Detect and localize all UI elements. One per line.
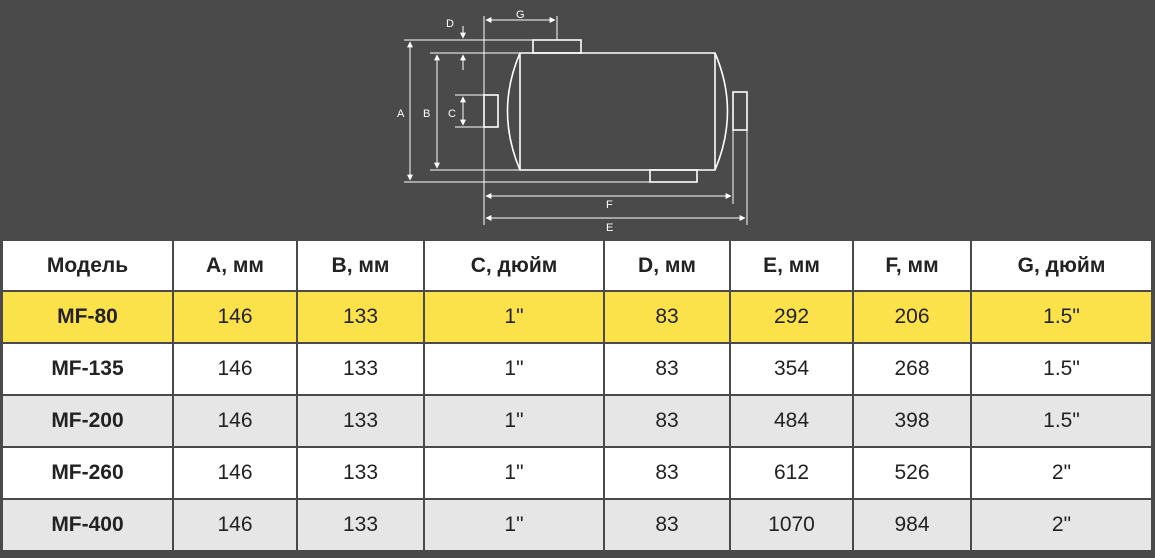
cell-e: 1070 — [729, 498, 854, 552]
cell-e: 292 — [729, 290, 854, 344]
header-e: E, мм — [729, 239, 854, 292]
label-b: B — [423, 108, 430, 120]
cell-d: 83 — [603, 446, 731, 500]
cell-a: 146 — [172, 290, 298, 344]
header-c: C, дюйм — [423, 239, 605, 292]
table-row: MF-135 146 133 1" 83 354 268 1.5" — [1, 342, 1153, 396]
table-header-row: Модель A, мм B, мм C, дюйм D, мм E, мм F… — [1, 239, 1153, 292]
tank-body-outline — [506, 52, 729, 171]
cell-d: 83 — [603, 290, 731, 344]
cell-f: 526 — [852, 446, 972, 500]
cell-g: 2" — [970, 498, 1153, 552]
cell-model: MF-400 — [1, 498, 174, 552]
cell-b: 133 — [296, 498, 425, 552]
label-d: D — [446, 18, 454, 30]
label-f: F — [606, 199, 613, 211]
specifications-table: Модель A, мм B, мм C, дюйм D, мм E, мм F… — [1, 239, 1153, 552]
header-model: Модель — [1, 239, 174, 292]
header-a: A, мм — [172, 239, 298, 292]
tank-dimension-diagram: A B C D G F E — [397, 9, 748, 234]
cell-e: 612 — [729, 446, 854, 500]
cell-e: 484 — [729, 394, 854, 448]
cell-f: 268 — [852, 342, 972, 396]
top-port — [532, 39, 582, 54]
cell-c: 1" — [423, 290, 605, 344]
cell-model: MF-135 — [1, 342, 174, 396]
table-row-highlighted: MF-80 146 133 1" 83 292 206 1.5" — [1, 290, 1153, 344]
cell-d: 83 — [603, 394, 731, 448]
header-b: B, мм — [296, 239, 425, 292]
header-d: D, мм — [603, 239, 731, 292]
cell-c: 1" — [423, 394, 605, 448]
cell-c: 1" — [423, 446, 605, 500]
right-port — [732, 91, 748, 131]
cell-b: 133 — [296, 290, 425, 344]
cell-b: 133 — [296, 446, 425, 500]
cell-g: 1.5" — [970, 290, 1153, 344]
label-g: G — [516, 9, 525, 21]
cell-b: 133 — [296, 394, 425, 448]
cell-a: 146 — [172, 342, 298, 396]
cell-a: 146 — [172, 498, 298, 552]
cell-g: 1.5" — [970, 394, 1153, 448]
table-row: MF-400 146 133 1" 83 1070 984 2" — [1, 498, 1153, 552]
cell-c: 1" — [423, 342, 605, 396]
label-a: A — [397, 108, 405, 120]
cell-d: 83 — [603, 342, 731, 396]
header-f: F, мм — [852, 239, 972, 292]
left-port — [483, 94, 499, 128]
cell-d: 83 — [603, 498, 731, 552]
table-row: MF-260 146 133 1" 83 612 526 2" — [1, 446, 1153, 500]
cell-model: MF-200 — [1, 394, 174, 448]
table-row: MF-200 146 133 1" 83 484 398 1.5" — [1, 394, 1153, 448]
cell-g: 1.5" — [970, 342, 1153, 396]
cell-f: 984 — [852, 498, 972, 552]
cell-f: 398 — [852, 394, 972, 448]
cell-g: 2" — [970, 446, 1153, 500]
cell-e: 354 — [729, 342, 854, 396]
bottom-mount — [649, 169, 698, 183]
header-g: G, дюйм — [970, 239, 1153, 292]
cell-c: 1" — [423, 498, 605, 552]
label-e: E — [606, 222, 613, 234]
cell-model: MF-80 — [1, 290, 174, 344]
cell-f: 206 — [852, 290, 972, 344]
cell-b: 133 — [296, 342, 425, 396]
cell-a: 146 — [172, 394, 298, 448]
cell-model: MF-260 — [1, 446, 174, 500]
cell-a: 146 — [172, 446, 298, 500]
label-c: C — [448, 108, 456, 120]
